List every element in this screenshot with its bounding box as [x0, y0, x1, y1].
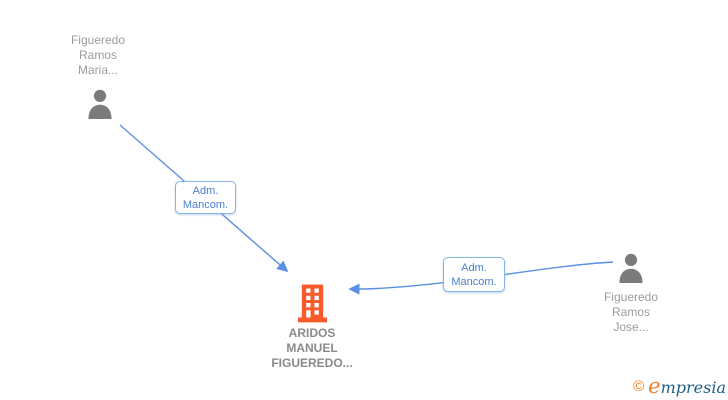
empresia-logo[interactable]: ©empresia	[633, 374, 726, 398]
person-label-line: Ramos	[78, 48, 117, 62]
edge-label-line: Mancom.	[451, 275, 497, 288]
company-label-line: ARIDOS	[288, 326, 336, 340]
company-node-label: ARIDOS MANUEL FIGUEREDO...	[242, 326, 382, 371]
person-icon	[619, 253, 643, 283]
edge-label-line: Adm.	[461, 261, 487, 274]
company-label-line: FIGUEREDO...	[271, 356, 353, 370]
person-node-label-maria: Figueredo Ramos Maria...	[38, 33, 158, 78]
copyright-icon: ©	[633, 378, 645, 395]
empresia-logo-text: mpresia	[660, 378, 726, 397]
building-icon	[297, 284, 328, 323]
edge-label-adm-mancom-1: Adm. Mancom.	[175, 181, 236, 214]
person-label-line: Figueredo	[603, 290, 659, 304]
edge-label-line: Adm.	[192, 184, 219, 197]
company-label-line: MANUEL	[286, 341, 338, 355]
person-label-line: Maria...	[77, 63, 118, 77]
edge-label-line: Mancom.	[182, 198, 229, 211]
person-icon	[88, 89, 112, 119]
empresia-logo-initial: e	[648, 374, 661, 398]
person-label-line: Ramos	[611, 305, 650, 319]
edge-label-adm-mancom-2: Adm. Mancom.	[443, 257, 505, 292]
person-node-maria[interactable]	[86, 89, 114, 119]
company-node-aridos[interactable]	[297, 283, 328, 323]
person-label-line: Jose...	[613, 320, 649, 334]
person-label-line: Figueredo	[70, 33, 126, 47]
person-node-jose[interactable]	[617, 253, 645, 283]
person-node-label-jose: Figueredo Ramos Jose...	[571, 290, 691, 335]
